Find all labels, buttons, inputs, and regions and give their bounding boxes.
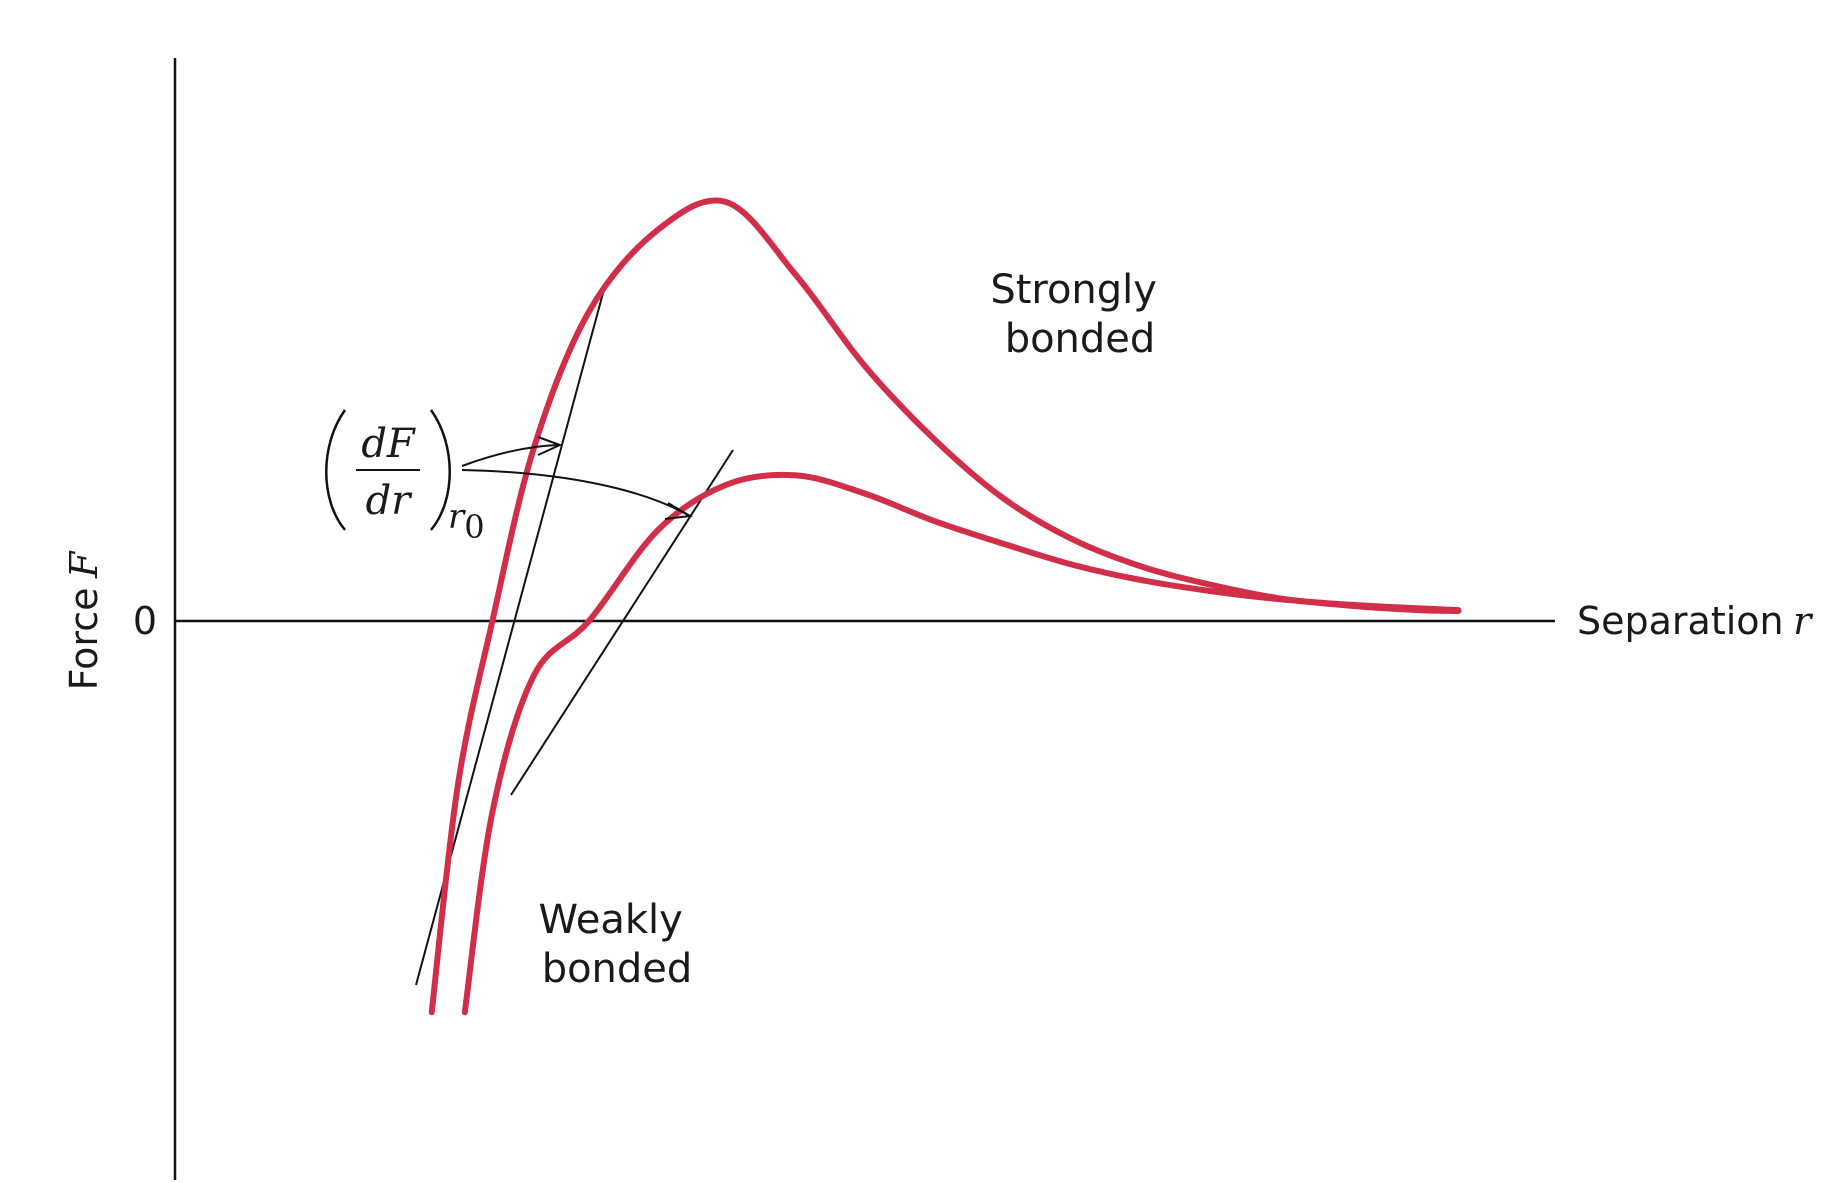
y-axis-label: Force F	[62, 550, 106, 690]
tangent-line-weak	[510, 449, 734, 796]
x-axis-label-text: Separation	[1577, 599, 1784, 643]
derivative-subscript: r0	[448, 497, 485, 546]
series-label-strong: Strongly bonded	[990, 267, 1169, 362]
y-axis-label-text: Force	[62, 588, 106, 691]
right-paren	[429, 409, 451, 531]
left-paren	[325, 409, 347, 531]
annotation-arrow-strong-head	[537, 436, 563, 456]
annotation-arrow-weak-head	[664, 502, 694, 520]
annotation-arrow-weak	[461, 469, 689, 516]
derivative-subscript-index: 0	[464, 508, 484, 546]
series-label-strong-line1: Strongly	[990, 267, 1157, 313]
series-label-weak-line2: bonded	[542, 946, 693, 992]
x-axis-label: Separation r	[1577, 599, 1814, 643]
curves-group	[428, 197, 1462, 1016]
series-label-weak: Weakly bonded	[539, 897, 696, 992]
series-label-weak-line1: Weakly	[539, 897, 683, 943]
derivative-denominator: dr	[366, 478, 414, 524]
y-axis-label-var: F	[62, 550, 106, 579]
x-axis-label-var: r	[1793, 599, 1814, 643]
derivative-numerator-text: dF	[361, 421, 416, 467]
series-label-strong-line2: bonded	[1005, 316, 1156, 362]
series-line-weakly-bonded	[461, 471, 1462, 1016]
derivative-annotation: dF dr r0	[325, 409, 485, 546]
y-tick-label-zero: 0	[133, 599, 157, 643]
series-line-strongly-bonded	[428, 197, 1462, 1016]
derivative-subscript-var: r	[448, 497, 466, 537]
annotation-arrow-strong	[461, 444, 559, 467]
